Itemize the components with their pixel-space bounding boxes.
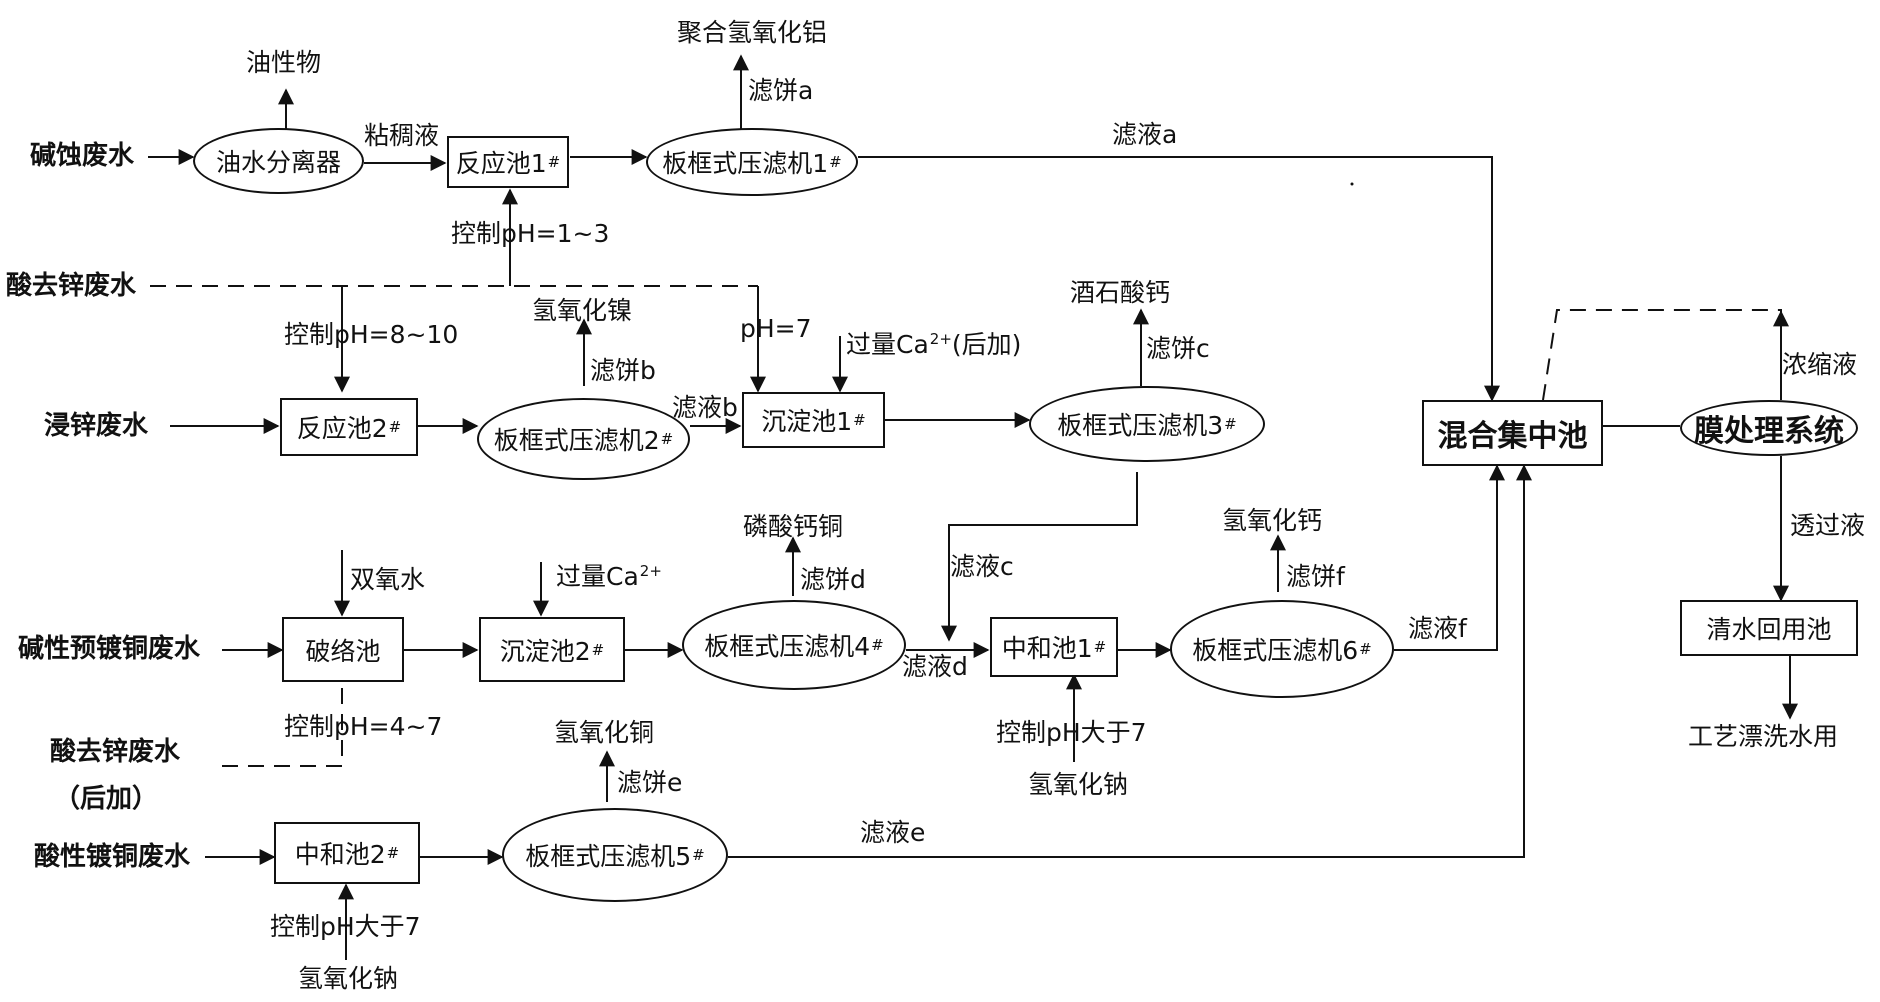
- flow-line: [1394, 464, 1505, 651]
- label-filtrate-d: 滤液d: [902, 652, 968, 681]
- label-filtrate-f: 滤液f: [1408, 614, 1467, 643]
- product-pac: 聚合氢氧化铝: [677, 18, 828, 47]
- flow-line: [858, 156, 1500, 402]
- source-acid-dezinc-wastewater: 酸去锌废水: [6, 271, 137, 301]
- source-acid-dezinc-late-note: （后加）: [54, 784, 159, 814]
- source-acid-dezinc-late: 酸去锌废水: [50, 737, 181, 767]
- label-cake-b: 滤饼b: [590, 356, 656, 385]
- label-cake-f: 滤饼f: [1286, 562, 1345, 591]
- flow-line: [728, 464, 1532, 858]
- mixing-pool: 混合集中池: [1422, 400, 1603, 466]
- label-permeate: 透过液: [1790, 511, 1866, 540]
- neutralization-tank-1: 中和池1#: [990, 617, 1118, 677]
- neutralization-tank-2: 中和池2#: [274, 822, 420, 884]
- label-control-ph-gt7-1: 控制pH大于7: [996, 718, 1147, 747]
- label-filtrate-a: 滤液a: [1112, 120, 1178, 149]
- label-excess-calcium: 过量Ca2+: [556, 561, 662, 591]
- filter-press-3: 板框式压滤机3#: [1029, 386, 1265, 462]
- label-filtrate-c: 滤液c: [950, 552, 1014, 581]
- source-acid-copper-wastewater: 酸性镀铜废水: [34, 842, 191, 872]
- source-alkaline-copper-wastewater: 碱性预镀铜废水: [18, 634, 201, 664]
- label-cake-a: 滤饼a: [748, 76, 814, 105]
- label-control-ph-8-10: 控制pH=8~10: [284, 320, 459, 349]
- oil-water-separator: 油水分离器: [193, 128, 364, 194]
- label-filtrate-b: 滤液b: [672, 393, 738, 422]
- label-hydrogen-peroxide: 双氧水: [350, 565, 426, 594]
- flow-line: [941, 472, 1138, 642]
- label-cake-d: 滤饼d: [800, 565, 866, 594]
- filter-press-1: 板框式压滤机1#: [646, 128, 858, 196]
- label-control-ph-1-3: 控制pH=1~3: [451, 219, 610, 248]
- label-filtrate-e: 滤液e: [860, 818, 926, 847]
- complex-breaking-pool: 破络池: [282, 617, 404, 682]
- product-oily-matter: 油性物: [246, 48, 322, 77]
- label-excess-calcium-late: 过量Ca2+(后加): [846, 329, 1022, 359]
- label-cake-e: 滤饼e: [617, 768, 683, 797]
- filter-press-4: 板框式压滤机4#: [682, 600, 906, 690]
- source-alkali-etch-wastewater: 碱蚀废水: [30, 141, 135, 171]
- label-ph-7: pH=7: [740, 314, 812, 343]
- product-nickel-hydroxide: 氢氧化镍: [532, 296, 633, 325]
- product-calcium-tartrate: 酒石酸钙: [1070, 278, 1171, 307]
- filter-press-5: 板框式压滤机5#: [502, 808, 728, 902]
- stray-dot: [1350, 182, 1354, 186]
- reactor-1: 反应池1#: [447, 136, 569, 188]
- product-calcium-copper-phosphate: 磷酸钙铜: [743, 512, 844, 541]
- filter-press-2: 板框式压滤机2#: [477, 398, 690, 480]
- dashed-flow-line: [1542, 309, 1782, 401]
- filter-press-6: 板框式压滤机6#: [1170, 600, 1394, 698]
- label-concentrate: 浓缩液: [1782, 350, 1858, 379]
- label-control-ph-gt7-2: 控制pH大于7: [270, 912, 421, 941]
- label-sodium-hydroxide-2: 氢氧化钠: [298, 964, 399, 993]
- product-calcium-hydroxide: 氢氧化钙: [1222, 506, 1323, 535]
- settling-tank-1: 沉淀池1#: [742, 392, 885, 448]
- reactor-2: 反应池2#: [280, 398, 418, 456]
- label-sodium-hydroxide-1: 氢氧化钠: [1028, 770, 1129, 799]
- source-zinc-dip-wastewater: 浸锌废水: [44, 411, 149, 441]
- settling-tank-2: 沉淀池2#: [479, 617, 625, 682]
- label-viscous-liquid: 粘稠液: [364, 121, 440, 150]
- label-cake-c: 滤饼c: [1146, 334, 1210, 363]
- dashed-flow-line: [222, 688, 343, 767]
- label-control-ph-4-7: 控制pH=4~7: [284, 712, 443, 741]
- product-copper-hydroxide: 氢氧化铜: [554, 718, 655, 747]
- clean-water-reuse-pool: 清水回用池: [1680, 600, 1858, 656]
- product-rinse-water-use: 工艺漂洗水用: [1688, 722, 1839, 751]
- membrane-treatment-system: 膜处理系统: [1680, 400, 1858, 456]
